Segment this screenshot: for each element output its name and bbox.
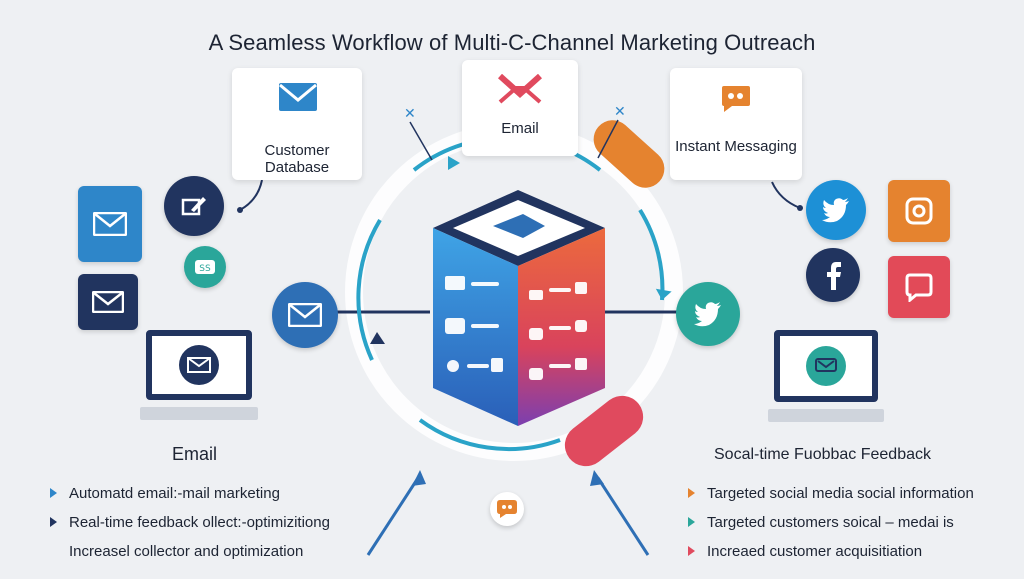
edit-circle[interactable] bbox=[164, 176, 224, 236]
bottom-arrow-right bbox=[596, 477, 650, 556]
facebook-circle[interactable] bbox=[806, 248, 860, 302]
email-card-label: Email bbox=[501, 120, 539, 137]
instant-messaging-label: Instant Messaging bbox=[675, 138, 797, 155]
arrowhead-left bbox=[370, 332, 385, 344]
bottom-arrow-left bbox=[366, 477, 420, 556]
list-item: Targeted social media social information bbox=[688, 480, 974, 506]
left-bullet-list: Automatd email:-mail marketing Real-time… bbox=[50, 480, 330, 564]
mail-tile-navy[interactable] bbox=[78, 274, 138, 330]
left-section-heading: Email bbox=[172, 444, 218, 464]
instagram-icon bbox=[905, 197, 933, 225]
envelope-icon bbox=[179, 345, 219, 386]
instagram-tile-pink[interactable] bbox=[888, 256, 950, 318]
envelope-icon bbox=[92, 291, 124, 313]
svg-text:✕: ✕ bbox=[614, 104, 626, 120]
customer-database-card: Customer Database bbox=[232, 68, 362, 180]
edit-icon bbox=[181, 197, 206, 216]
twitter-circle[interactable] bbox=[806, 180, 866, 240]
envelope-icon bbox=[93, 212, 127, 236]
chat-icon bbox=[497, 500, 517, 518]
connector-im bbox=[771, 181, 801, 209]
chat-icon bbox=[806, 345, 846, 386]
list-item: Targeted customers soical – medai is bbox=[688, 509, 974, 535]
list-item: Increaed customer acquisitiation bbox=[688, 538, 974, 564]
ring-arc-left bbox=[356, 218, 382, 361]
svg-text:✕: ✕ bbox=[404, 106, 416, 122]
instant-messaging-card: Instant Messaging bbox=[670, 68, 802, 180]
svg-text:SS: SS bbox=[199, 264, 211, 274]
list-item: Real-time feedback ollect:-optimizitiong bbox=[50, 509, 330, 535]
right-bullet-list: Targeted social media social information… bbox=[688, 480, 974, 564]
orange-capsule bbox=[593, 120, 665, 188]
list-item: Increasel collector and optimization bbox=[69, 542, 304, 560]
central-cube bbox=[433, 190, 605, 426]
bullet-icon bbox=[688, 488, 695, 498]
bullet-icon bbox=[50, 517, 57, 527]
left-monitor bbox=[139, 330, 259, 420]
list-item: Automatd email:-mail marketing bbox=[50, 480, 330, 506]
chat-icon bbox=[722, 86, 750, 112]
red-capsule bbox=[564, 395, 644, 467]
refresh-icon: SS bbox=[195, 260, 215, 274]
diagram-title: A Seamless Workflow of Multi-C-Channel M… bbox=[208, 30, 816, 55]
customer-database-label: Customer Database bbox=[264, 142, 330, 176]
ring-arc-bottom bbox=[418, 418, 561, 452]
chat-icon bbox=[905, 273, 933, 302]
envelope-icon bbox=[288, 303, 322, 327]
twitter-hub-circle[interactable] bbox=[676, 282, 740, 346]
twitter-icon bbox=[822, 198, 849, 223]
bullet-icon bbox=[688, 517, 695, 527]
right-section-heading: Socal-time Fuobbac Feedback bbox=[714, 446, 931, 463]
facebook-icon bbox=[827, 262, 841, 290]
twitter-icon bbox=[694, 302, 721, 327]
envelope-icon bbox=[279, 83, 317, 111]
bullet-icon bbox=[50, 488, 57, 498]
instagram-tile-orange[interactable] bbox=[888, 180, 950, 242]
email-card: Email bbox=[462, 60, 578, 156]
connector-db bbox=[239, 179, 263, 211]
arrowhead-right bbox=[655, 288, 672, 300]
arrowhead-top bbox=[448, 156, 460, 170]
sync-circle[interactable]: SS bbox=[184, 246, 226, 288]
envelope-open-icon bbox=[498, 74, 542, 104]
bullet-icon bbox=[688, 546, 695, 556]
mail-tile-blue[interactable] bbox=[78, 186, 142, 262]
email-hub-circle[interactable] bbox=[272, 282, 338, 348]
bottom-chat-circle[interactable] bbox=[490, 492, 524, 526]
right-monitor bbox=[767, 330, 885, 422]
